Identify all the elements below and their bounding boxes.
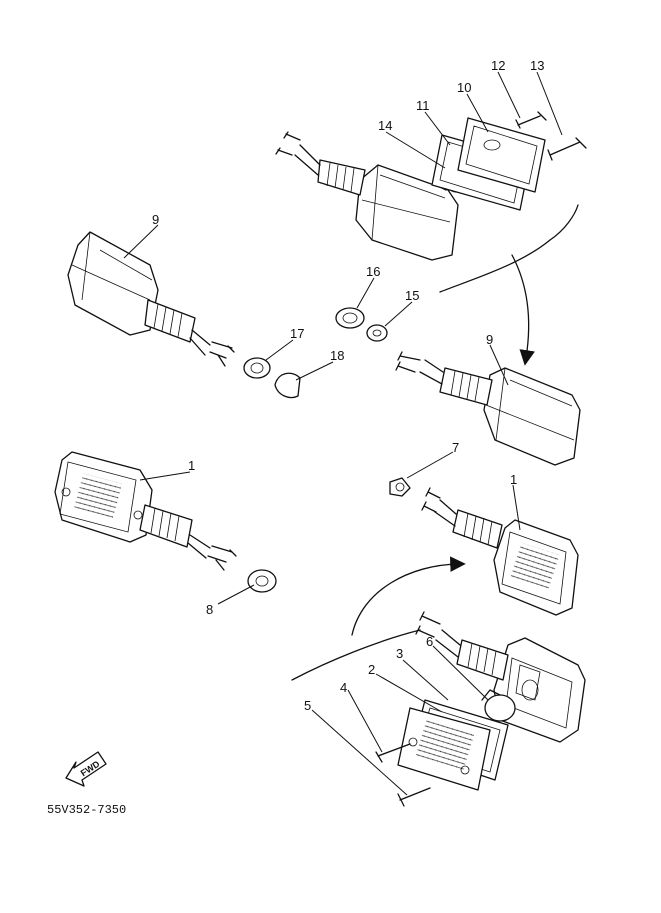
callout-7: 7	[452, 440, 459, 455]
bulb-6	[484, 694, 516, 722]
signal-assembly-top	[275, 111, 587, 261]
callout-12: 12	[491, 58, 505, 73]
callout-4: 4	[340, 680, 347, 695]
callout-3: 3	[396, 646, 403, 661]
fwd-arrow-icon: FWD	[65, 751, 107, 787]
arrow-top	[511, 254, 535, 366]
screw-4	[375, 743, 411, 763]
arrow-bottom	[351, 556, 466, 636]
signal-assembly-bottom	[375, 611, 586, 807]
callout-1-left: 1	[188, 458, 195, 473]
callout-18: 18	[330, 348, 344, 363]
callout-14: 14	[378, 118, 392, 133]
screw-13	[547, 137, 587, 161]
callout-9-left: 9	[152, 212, 159, 227]
callout-2: 2	[368, 662, 375, 677]
callout-9-right: 9	[486, 332, 493, 347]
screw-5	[397, 787, 431, 807]
callout-10: 10	[457, 80, 471, 95]
callout-16: 16	[366, 264, 380, 279]
callout-17: 17	[290, 326, 304, 341]
callout-6: 6	[426, 634, 433, 649]
diagram-code: 55V352-7350	[47, 803, 126, 817]
bracket-bottom	[291, 629, 421, 681]
screw-12	[515, 111, 547, 129]
part-17	[243, 357, 271, 379]
callouts: 13 12 10 11 14 9 16 15 17 18 9 1 7 1 8 3…	[152, 58, 544, 713]
part-15	[366, 324, 388, 342]
part-8	[247, 569, 277, 593]
callout-13: 13	[530, 58, 544, 73]
callout-5: 5	[304, 698, 311, 713]
callout-11: 11	[416, 98, 430, 113]
bracket-top	[439, 204, 579, 293]
part-7	[389, 477, 411, 497]
signal-assembly-left-9	[67, 231, 235, 367]
lens-10	[457, 117, 546, 193]
leader-lines	[123, 71, 563, 796]
signal-assembly-right-1	[421, 487, 579, 616]
callout-8: 8	[206, 602, 213, 617]
part-18	[274, 372, 301, 399]
callout-15: 15	[405, 288, 419, 303]
part-16	[335, 307, 365, 329]
signal-assembly-left-1	[54, 451, 237, 571]
callout-1-right: 1	[510, 472, 517, 487]
signal-assembly-right-9	[395, 351, 581, 466]
